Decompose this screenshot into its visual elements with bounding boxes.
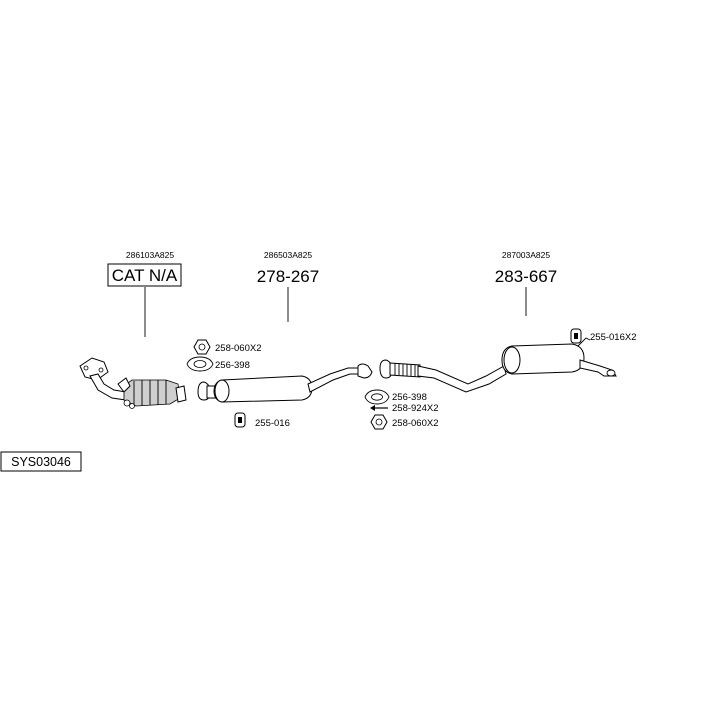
center-outlet-flange xyxy=(357,363,373,379)
mid-nut-label[interactable]: 258-060X2 xyxy=(392,418,438,429)
front-mount-label[interactable]: 255-016 xyxy=(255,418,290,429)
catalytic-converter[interactable] xyxy=(79,357,187,409)
center-muffler-body xyxy=(213,375,313,403)
catalyst-number-box xyxy=(107,263,182,287)
bolt-head xyxy=(370,405,375,411)
flange-hole xyxy=(83,365,89,371)
heat-shield xyxy=(117,377,131,393)
flange-hole xyxy=(98,367,104,373)
front-gasket-label[interactable]: 256-398 xyxy=(215,360,250,371)
rear-muffler-oem-number: 287003A825 xyxy=(502,250,550,260)
center-muffler-part-number[interactable]: 278-267 xyxy=(257,267,319,286)
system-code: SYS03046 xyxy=(11,455,71,469)
oxygen-sensor-boss xyxy=(123,399,131,407)
rear-muffler[interactable] xyxy=(379,337,617,393)
rear-mount-label[interactable]: 255-016X2 xyxy=(590,332,636,343)
gasket-hole xyxy=(371,393,383,401)
tailpipe-tip xyxy=(606,369,616,377)
converter-outlet xyxy=(175,385,187,403)
converter-body xyxy=(123,379,181,407)
catalyst-oem-number: 286103A825 xyxy=(126,250,174,260)
system-code-box xyxy=(0,451,82,472)
manifold-flange xyxy=(79,357,109,381)
rear-muffler-body xyxy=(501,343,585,375)
flex-joint xyxy=(389,362,421,378)
front-nut-label[interactable]: 258-060X2 xyxy=(215,343,261,354)
center-muffler-oem-number: 286503A825 xyxy=(264,250,312,260)
center-outlet-pipe xyxy=(307,367,363,393)
rear-muffler-end-cap xyxy=(503,346,521,374)
intermediate-pipe xyxy=(417,365,507,393)
mid-bolt-label[interactable]: 258-924X2 xyxy=(392,403,438,414)
rubber-mount-core xyxy=(574,333,578,339)
mid-gasket-label[interactable]: 256-398 xyxy=(392,392,427,403)
nut-hole xyxy=(198,343,206,351)
rear-muffler-part-number[interactable]: 283-667 xyxy=(495,267,557,286)
center-muffler-end-cap xyxy=(214,379,230,403)
flex-joint-corrugation xyxy=(394,363,416,377)
oxygen-sensor-boss xyxy=(129,403,135,409)
nut-hole xyxy=(375,418,383,426)
center-muffler[interactable] xyxy=(197,363,373,403)
converter-ribs xyxy=(133,380,167,406)
rear-hanger xyxy=(577,337,591,347)
gasket-hole xyxy=(193,360,207,368)
rubber-mount-core xyxy=(238,417,242,423)
catalyst-part-number[interactable]: CAT N/A xyxy=(112,266,178,285)
